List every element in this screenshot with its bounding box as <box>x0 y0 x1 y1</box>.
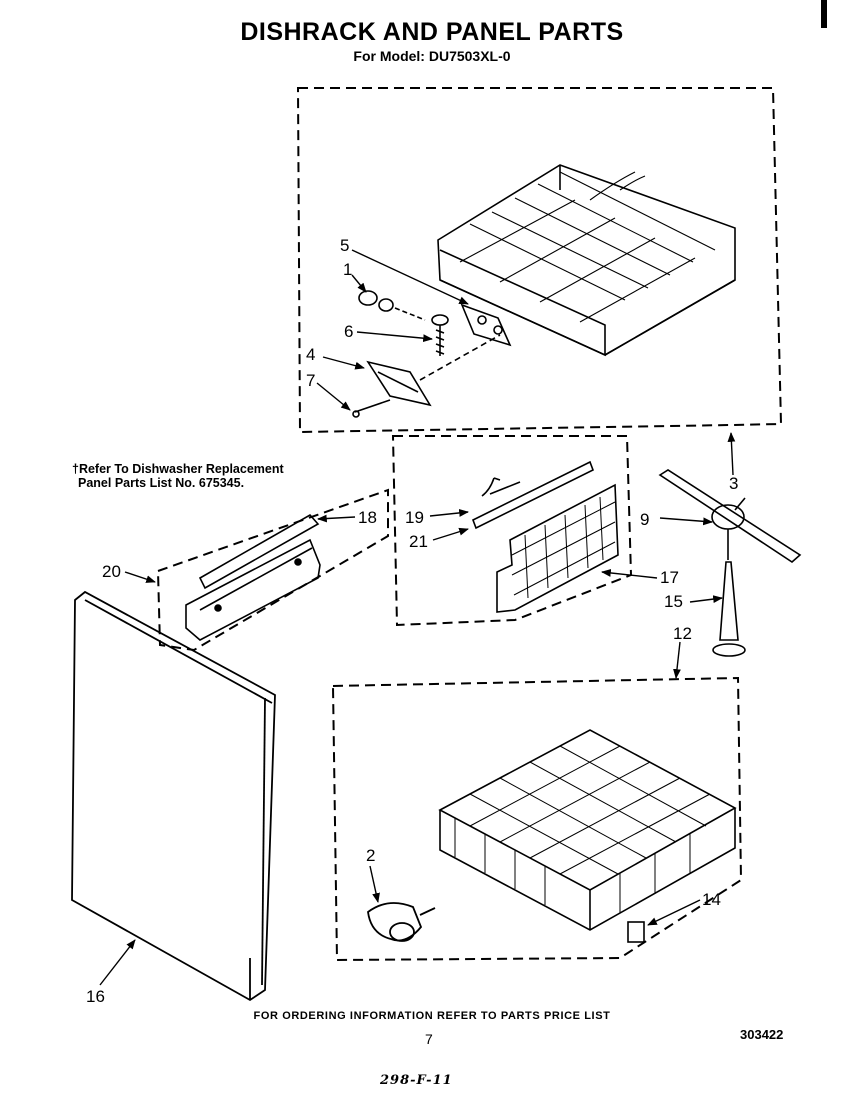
callout-9: 9 <box>640 510 650 529</box>
callout-17: 17 <box>660 568 679 587</box>
trim-strips <box>185 513 321 641</box>
leader-lines <box>99 249 736 986</box>
callout-16: 16 <box>86 987 105 1006</box>
center-panel-group-box <box>391 435 633 627</box>
callout-18: 18 <box>358 508 377 527</box>
callout-5: 5 <box>340 236 350 255</box>
corner-mark <box>821 0 827 28</box>
ordering-info: FOR ORDERING INFORMATION REFER TO PARTS … <box>253 1010 611 1022</box>
callout-20: 20 <box>102 562 121 581</box>
rack-roller-assembly <box>352 290 512 418</box>
callout-12: 12 <box>673 624 692 643</box>
callout-6: 6 <box>344 322 354 341</box>
handwritten-note: 298-F-11 <box>380 1073 453 1088</box>
lower-rack-group-box <box>331 676 743 962</box>
callout-15: 15 <box>664 592 683 611</box>
model-subtitle: For Model: DU7503XL-0 <box>353 48 511 64</box>
page-number: 7 <box>425 1031 433 1047</box>
callout-4: 4 <box>306 345 316 364</box>
upper-rack-group-box <box>296 87 783 434</box>
page-title: DISHRACK AND PANEL PARTS <box>240 18 624 46</box>
document-number: 303422 <box>740 1027 784 1042</box>
footnote-line-2: Panel Parts List No. 675345. <box>78 476 245 490</box>
footnote-line-1: †Refer To Dishwasher Replacement <box>72 462 284 476</box>
callout-2: 2 <box>366 846 376 865</box>
replacement-panel-footnote: †Refer To Dishwasher Replacement Panel P… <box>72 462 284 490</box>
door-panel <box>71 590 276 1002</box>
upper-dishrack <box>437 164 736 357</box>
callout-3: 3 <box>729 474 739 493</box>
spray-arm-assembly <box>658 469 802 657</box>
callout-19: 19 <box>405 508 424 527</box>
lower-rack-roller <box>367 902 436 942</box>
lower-dishrack <box>438 729 737 943</box>
callout-1: 1 <box>343 260 353 279</box>
center-panel-assembly <box>471 460 619 613</box>
callout-7: 7 <box>306 371 316 390</box>
callout-14: 14 <box>702 890 721 909</box>
callout-21: 21 <box>409 532 428 551</box>
